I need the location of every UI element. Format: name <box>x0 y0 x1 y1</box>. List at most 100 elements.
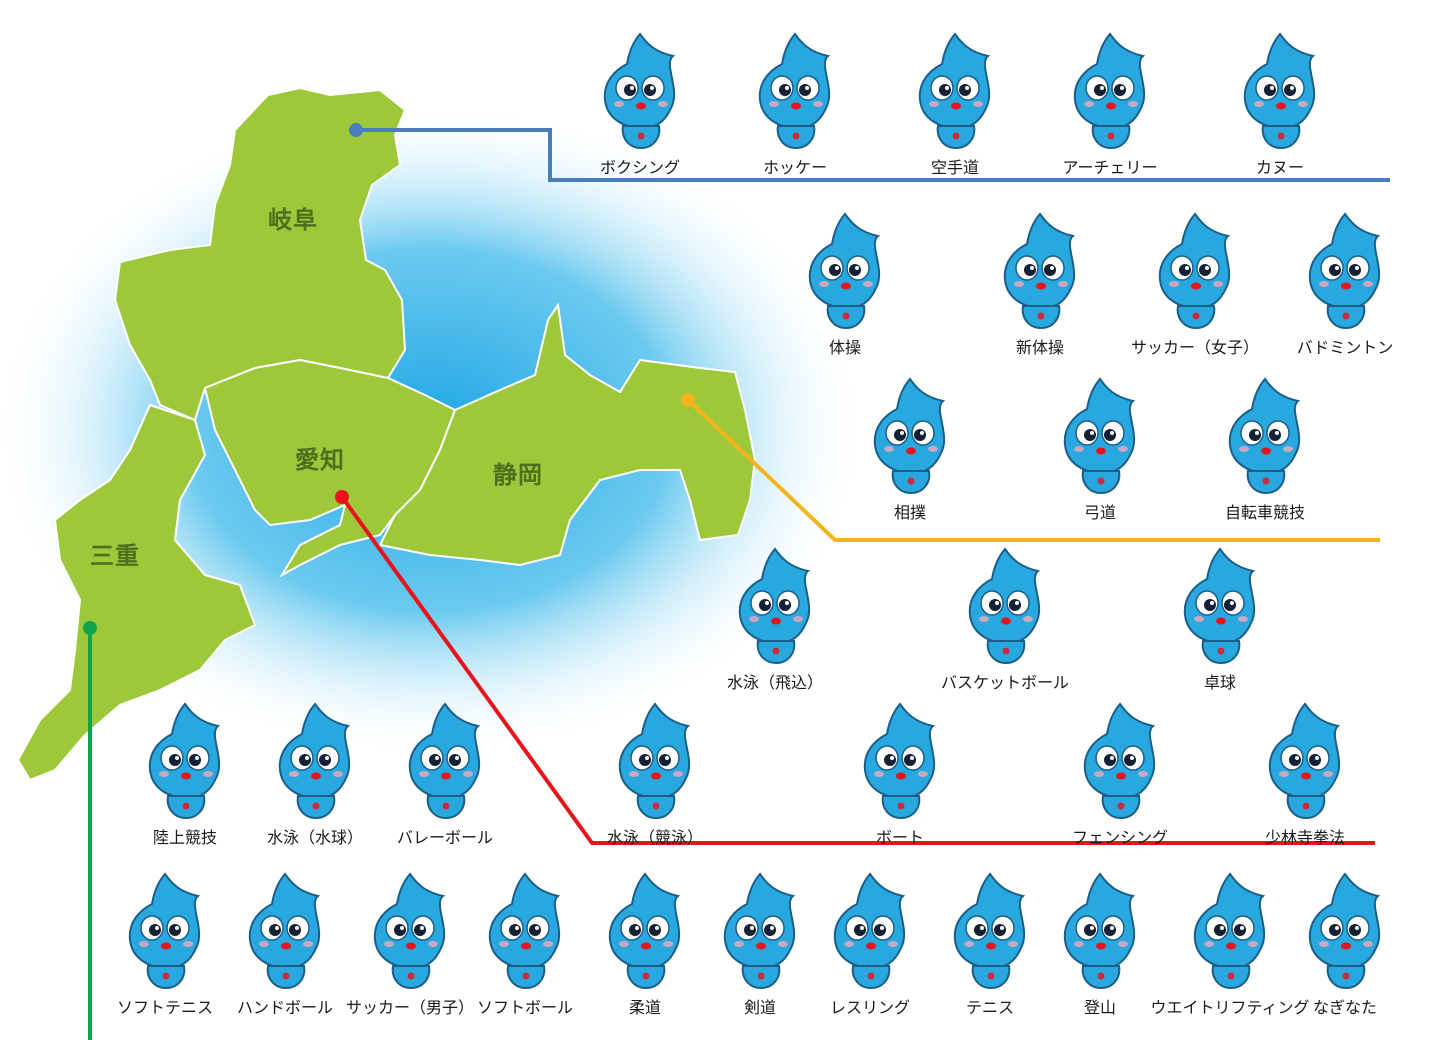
sport-label: ソフトボール <box>476 998 573 1017</box>
sport-label: 水泳（飛込） <box>726 673 823 692</box>
mascot-icon <box>1073 32 1146 150</box>
sport-mascot-mie-8: 剣道 <box>705 870 815 1020</box>
sport-label: アーチェリー <box>1062 158 1158 177</box>
mascot-icon <box>618 702 691 820</box>
sport-label: 弓道 <box>1083 503 1116 522</box>
sport-mascot-aichi-3: 水泳（競泳） <box>600 700 710 850</box>
sport-mascot-mie-13: なぎなた <box>1290 870 1400 1020</box>
sport-mascot-mie-9: レスリング <box>815 870 925 1020</box>
mascot-icon <box>488 872 561 990</box>
sport-label: バレーボール <box>396 828 493 847</box>
sport-label: サッカー（女子） <box>1130 338 1259 357</box>
sport-mascot-mie-10: テニス <box>935 870 1045 1020</box>
sport-label: ハンドボール <box>236 998 333 1017</box>
sport-label: サッカー（男子） <box>345 998 474 1017</box>
mie-region <box>16 403 257 782</box>
prefecture-label-mie: 三重 <box>90 542 140 570</box>
mascot-icon <box>1243 32 1316 150</box>
mascot-icon <box>1308 212 1381 330</box>
sport-mascot-aichi-2: 卓球 <box>1165 545 1275 695</box>
sport-label: 卓球 <box>1203 673 1236 692</box>
sport-mascot-mie-2: バレーボール <box>390 700 500 850</box>
sport-mascot-aichi-5: フェンシング <box>1065 700 1175 850</box>
gifu-marker-dot[interactable] <box>349 123 363 137</box>
sport-mascot-shizuoka-2: サッカー（女子） <box>1131 210 1259 360</box>
sport-mascot-mie-3: ソフトテニス <box>110 870 220 1020</box>
sport-mascot-gifu-3: アーチェリー <box>1055 30 1165 180</box>
mascot-icon <box>808 212 881 330</box>
sport-mascot-gifu-4: カヌー <box>1225 30 1335 180</box>
aichi-marker-dot[interactable] <box>335 490 349 504</box>
sport-mascot-gifu-2: 空手道 <box>900 30 1010 180</box>
sport-label: フェンシング <box>1071 828 1168 847</box>
mascot-icon <box>603 32 676 150</box>
sport-label: 水泳（水球） <box>266 828 363 847</box>
mie-marker-dot[interactable] <box>83 621 97 635</box>
sport-label: 体操 <box>828 338 861 357</box>
sport-label: バドミントン <box>1296 338 1394 357</box>
mascot-icon <box>1158 212 1231 330</box>
shizuoka-region <box>378 302 757 567</box>
mascot-icon <box>738 547 811 665</box>
sport-label: 相撲 <box>893 503 926 522</box>
sport-label: 陸上競技 <box>152 828 217 847</box>
prefecture-label-aichi: 愛知 <box>295 446 345 474</box>
mascot-icon <box>1003 212 1076 330</box>
sport-label: 空手道 <box>930 158 979 177</box>
mascot-icon <box>248 872 321 990</box>
sport-mascot-mie-1: 水泳（水球） <box>260 700 370 850</box>
sport-mascot-shizuoka-0: 体操 <box>790 210 900 360</box>
mascot-icon <box>1183 547 1256 665</box>
sport-label: テニス <box>965 998 1014 1017</box>
sport-label: 少林寺拳法 <box>1264 828 1345 847</box>
mascot-icon <box>1193 872 1266 990</box>
gifu-connector-line <box>356 128 1390 182</box>
sport-label: 新体操 <box>1015 338 1064 357</box>
mascot-icon <box>833 872 906 990</box>
sport-mascot-mie-0: 陸上競技 <box>130 700 240 850</box>
mascot-icon <box>1228 377 1301 495</box>
mascot-icon <box>953 872 1026 990</box>
sport-mascot-aichi-6: 少林寺拳法 <box>1250 700 1360 850</box>
mascot-icon <box>1308 872 1381 990</box>
mascot-icon <box>408 702 481 820</box>
sport-label: 登山 <box>1083 998 1116 1017</box>
sport-mascot-mie-4: ハンドボール <box>230 870 340 1020</box>
mascot-icon <box>918 32 991 150</box>
sport-label: 水泳（競泳） <box>606 828 703 847</box>
sport-mascot-gifu-0: ボクシング <box>585 30 695 180</box>
prefecture-label-gifu: 岐阜 <box>268 206 318 234</box>
sport-label: 柔道 <box>628 998 661 1017</box>
mascot-icon <box>608 872 681 990</box>
sport-mascot-shizuoka-4: 相撲 <box>855 375 965 525</box>
sport-mascot-mie-7: 柔道 <box>590 870 700 1020</box>
aichi-region <box>203 358 457 578</box>
sport-mascot-aichi-1: バスケットボール <box>941 545 1069 695</box>
mascot-icon <box>278 702 351 820</box>
mascot-icon <box>1268 702 1341 820</box>
sport-mascot-gifu-1: ホッケー <box>740 30 850 180</box>
shizuoka-connector-line <box>686 398 1380 542</box>
sport-mascot-shizuoka-1: 新体操 <box>985 210 1095 360</box>
sport-mascot-aichi-0: 水泳（飛込） <box>720 545 830 695</box>
sport-label: 剣道 <box>743 998 776 1017</box>
prefecture-label-shizuoka: 静岡 <box>493 461 543 489</box>
shizuoka-marker-dot[interactable] <box>681 393 695 407</box>
sport-mascot-mie-6: ソフトボール <box>470 870 580 1020</box>
mascot-icon <box>373 872 446 990</box>
sport-mascot-shizuoka-5: 弓道 <box>1045 375 1155 525</box>
mascot-icon <box>1063 872 1136 990</box>
sport-label: なぎなた <box>1312 998 1377 1017</box>
sport-label: レスリング <box>829 998 910 1017</box>
sport-label: ホッケー <box>762 158 827 177</box>
sport-mascot-aichi-4: ボート <box>845 700 955 850</box>
mascot-icon <box>968 547 1041 665</box>
sport-label: ウエイトリフティング <box>1150 998 1310 1017</box>
mascot-icon <box>148 702 221 820</box>
sport-label: ボクシング <box>599 158 680 177</box>
sport-mascot-mie-11: 登山 <box>1045 870 1155 1020</box>
mascot-icon <box>873 377 946 495</box>
sport-label: ソフトテニス <box>116 998 213 1017</box>
sport-mascot-mie-5: サッカー（男子） <box>346 870 474 1020</box>
